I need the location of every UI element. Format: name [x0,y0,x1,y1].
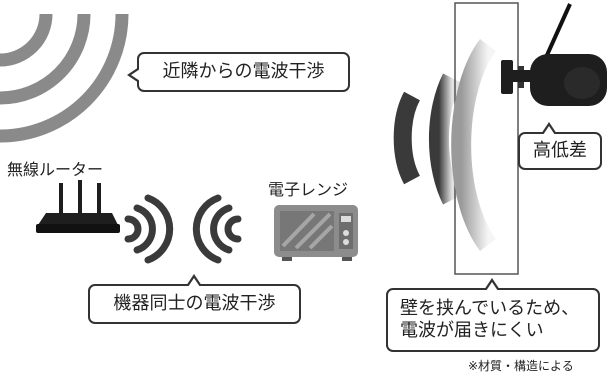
microwave-icon [274,205,358,261]
footnote: ※材質・構造による [468,359,574,373]
callout-devices-text: 機器同士の電波干渉 [113,292,276,314]
callout-wall: 壁を挟んでいるため、 電波が届きにくい [386,278,600,352]
callout-devices: 機器同士の電波干渉 [88,274,301,324]
router-label: 無線ルーター [7,160,104,179]
callout-wall-line1: 壁を挟んでいるため、 [400,297,580,319]
wall-wave-icon [393,38,497,252]
callout-height-text: 高低差 [533,139,587,161]
callout-height: 高低差 [518,122,602,170]
callout-nearby-text: 近隣からの電波干渉 [162,60,325,82]
microwave-label: 電子レンジ [268,180,349,199]
callout-wall-line2: 電波が届きにくい [400,320,544,341]
wifi-wave-icon [124,194,242,264]
camera-icon [501,3,607,106]
callout-nearby: 近隣からの電波干渉 [127,52,350,92]
neighbor-wave-icon [0,13,129,143]
router-icon [36,180,120,233]
